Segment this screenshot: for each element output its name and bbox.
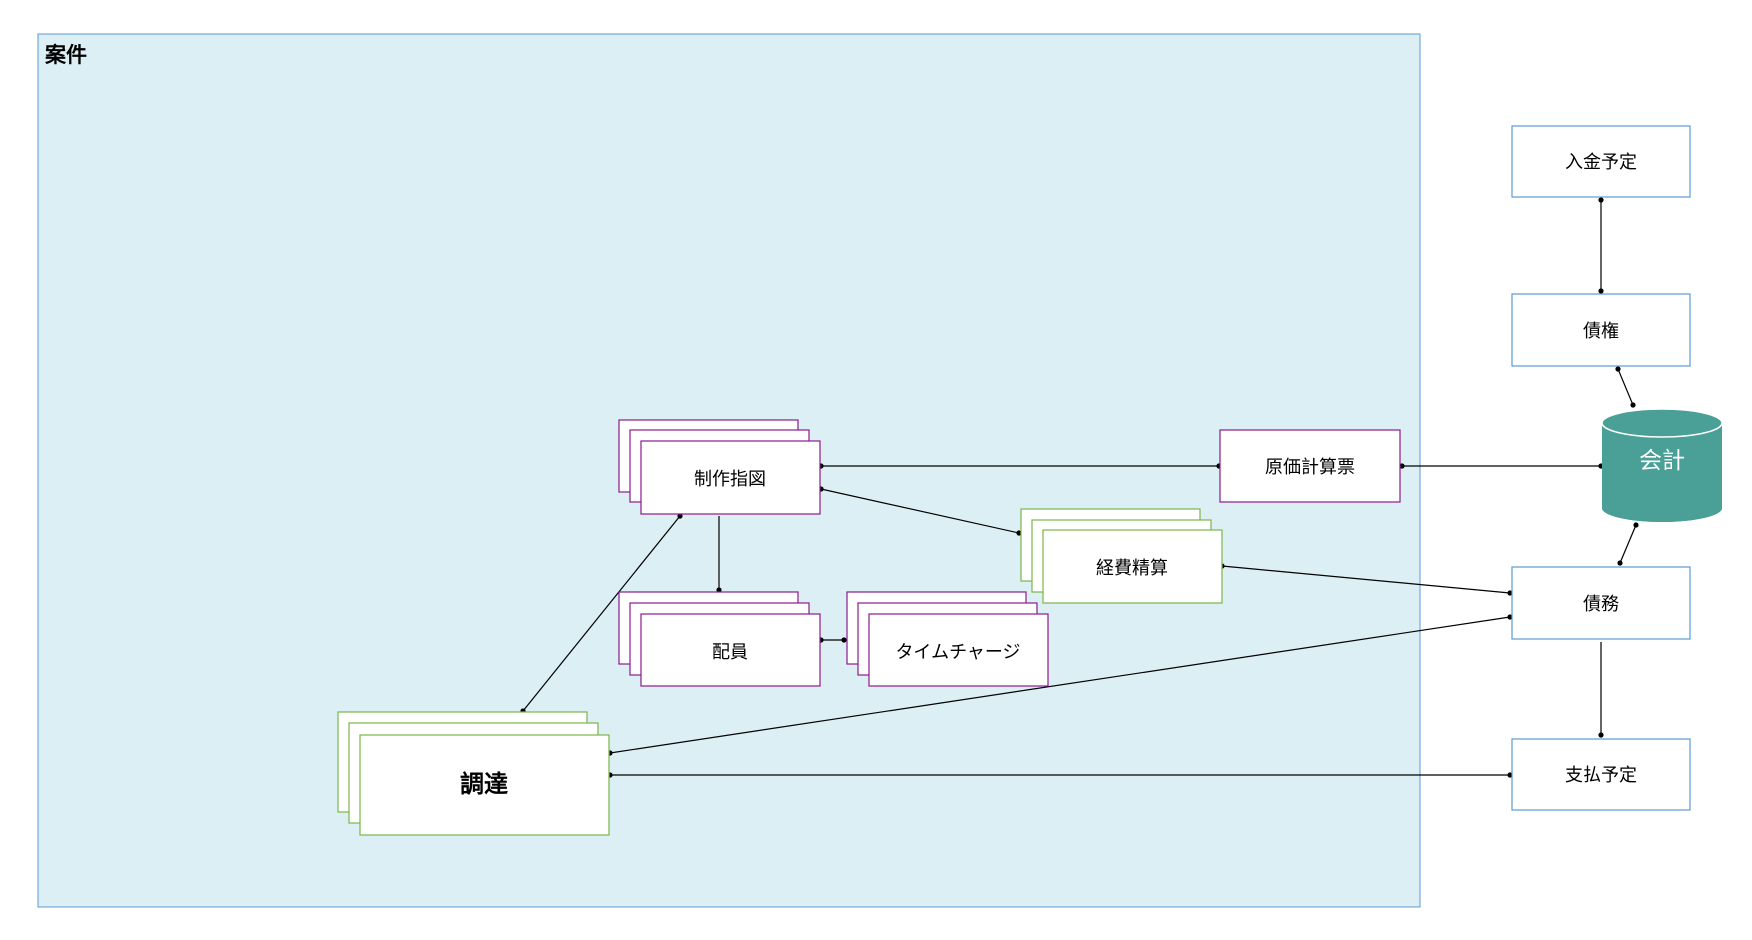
node-label: 配員	[712, 642, 748, 663]
node-label: 債務	[1583, 594, 1619, 615]
node-haiin[interactable]: 配員	[618, 591, 821, 687]
node-time-charge[interactable]: タイムチャージ	[846, 591, 1049, 687]
node-label: 入金予定	[1565, 152, 1637, 173]
node-label: 会計	[1639, 448, 1685, 474]
node-label: 原価計算票	[1265, 457, 1355, 478]
node-seisaku-shizu[interactable]: 制作指図	[618, 419, 821, 515]
node-label: 支払予定	[1565, 765, 1637, 786]
edge-keihi-saimu	[1221, 565, 1511, 594]
edge-kaikei-saimu	[1619, 524, 1637, 564]
node-label: 調達	[460, 770, 508, 798]
container-label: 案件	[44, 43, 87, 67]
edge-chotatsu-saimu	[609, 616, 1511, 754]
node-label: タイムチャージ	[895, 642, 1020, 663]
node-keihi-seisan[interactable]: 経費精算	[1020, 508, 1223, 604]
node-saimu[interactable]: 債務	[1511, 566, 1691, 640]
node-label: 債権	[1583, 321, 1619, 342]
node-label: 制作指図	[694, 469, 766, 490]
edge-seisaku-chotatsu	[522, 515, 681, 712]
node-chotatsu[interactable]: 調達	[337, 711, 610, 836]
node-genka-keisanhyo[interactable]: 原価計算票	[1219, 429, 1401, 503]
node-shiharai-yotei[interactable]: 支払予定	[1511, 738, 1691, 811]
edges	[522, 200, 1637, 776]
node-nyukin-yotei[interactable]: 入金予定	[1511, 125, 1691, 198]
edge-seisaku-keihi	[820, 488, 1020, 534]
node-label: 経費精算	[1096, 558, 1168, 579]
node-saiken[interactable]: 債権	[1511, 293, 1691, 367]
node-kaikei[interactable]: 会計	[1601, 408, 1723, 522]
edge-saiken-kaikei	[1617, 368, 1634, 406]
